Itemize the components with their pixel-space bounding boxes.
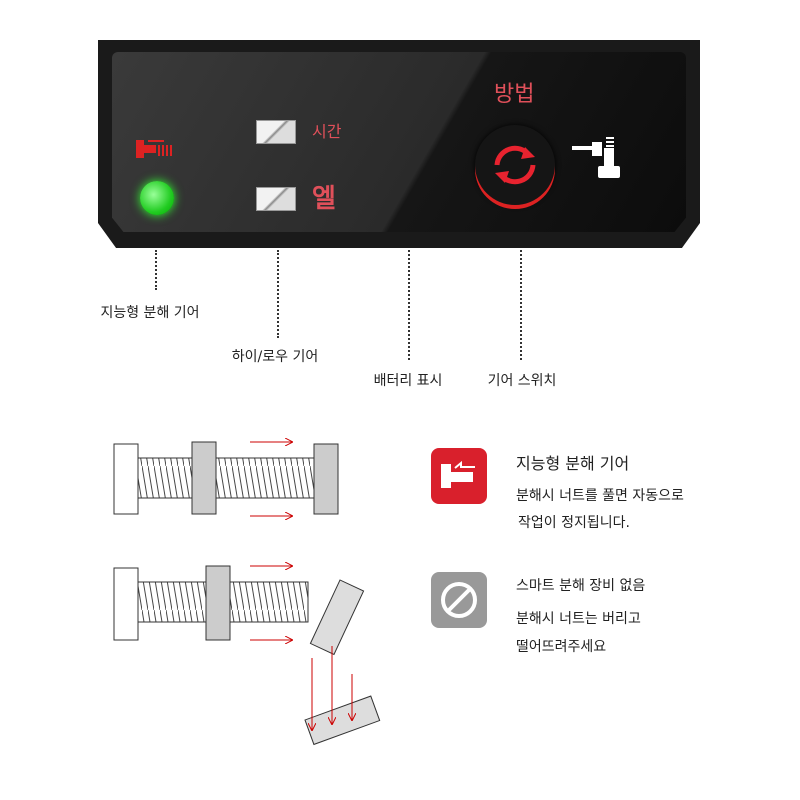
legend-title: 스마트 분해 장비 없음: [516, 578, 646, 594]
time-label: 시간: [312, 122, 342, 141]
high-speed-indicator: [256, 120, 296, 144]
legend-desc: 작업이 정지됩니다.: [518, 515, 630, 531]
callout-line: [408, 250, 410, 360]
bolt-without-smart-gear: [113, 565, 381, 746]
smart-release-icon: [431, 448, 487, 504]
bolt-with-smart-gear: [113, 441, 339, 515]
callout-smart-gear: 지능형 분해 기어: [100, 305, 200, 321]
gel-label: 엘: [312, 184, 336, 214]
callout-gear-switch: 기어 스위치: [487, 373, 557, 389]
low-speed-indicator: [256, 187, 296, 211]
callout-high-low: 하이/로우 기어: [231, 349, 319, 365]
rotate-icon: [494, 145, 536, 185]
bolt-diagram: [113, 430, 381, 746]
smart-release-icon: [136, 140, 172, 158]
legend-desc: 분해시 너트는 버리고: [516, 611, 641, 627]
control-panel-face: [112, 52, 686, 232]
no-sign-icon: [431, 572, 487, 628]
gear-switch-button[interactable]: [475, 125, 555, 205]
method-label: 방법: [494, 82, 535, 107]
callout-line: [277, 250, 279, 338]
status-led: [140, 181, 174, 215]
callout-battery: 배터리 표시: [373, 373, 443, 389]
callout-line: [155, 250, 157, 290]
legend-desc: 분해시 너트를 풀면 자동으로: [516, 488, 684, 504]
legend-desc: 떨어뜨려주세요: [516, 639, 607, 655]
legend-title: 지능형 분해 기어: [516, 454, 630, 473]
callout-line: [520, 250, 522, 360]
gear-mode-icon: [572, 137, 620, 178]
